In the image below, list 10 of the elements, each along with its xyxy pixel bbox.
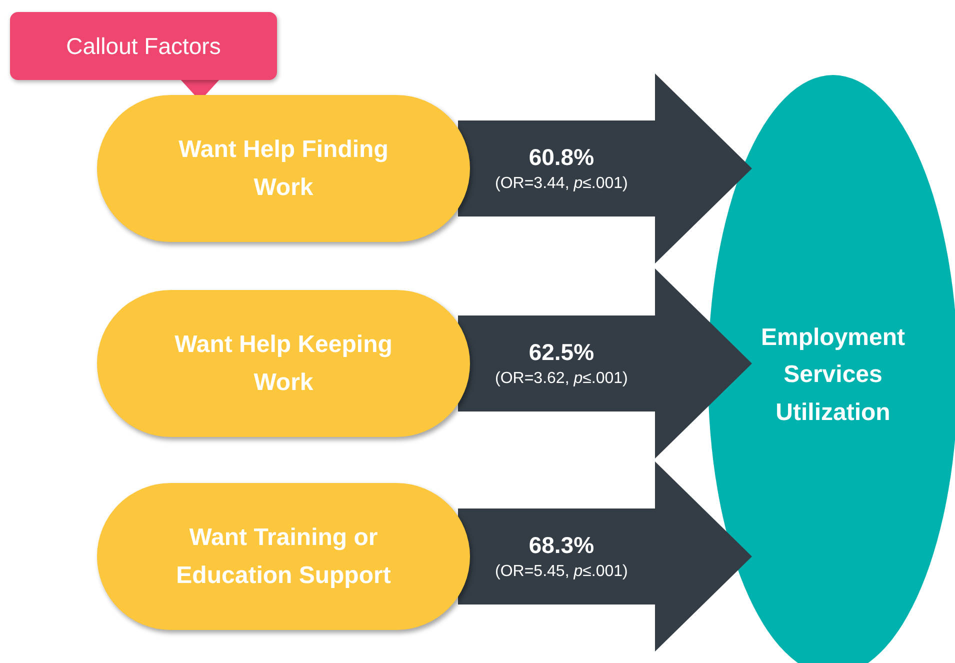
block-arrow [458, 462, 752, 652]
factor-pill: Want Help Finding Work [97, 95, 470, 242]
factor-pill: Want Help Keeping Work [97, 290, 470, 437]
edge-label: 68.3% (OR=5.45, p≤.001) [495, 531, 628, 582]
block-arrow [458, 74, 752, 264]
outcome-oval: Employment Services Utilization [708, 75, 955, 663]
edge-label: 62.5% (OR=3.62, p≤.001) [495, 338, 628, 390]
edge-label: 60.8% (OR=3.44, p≤.001) [495, 143, 628, 194]
factor-pill: Want Training or Education Support [97, 483, 470, 630]
block-arrow [458, 268, 752, 458]
